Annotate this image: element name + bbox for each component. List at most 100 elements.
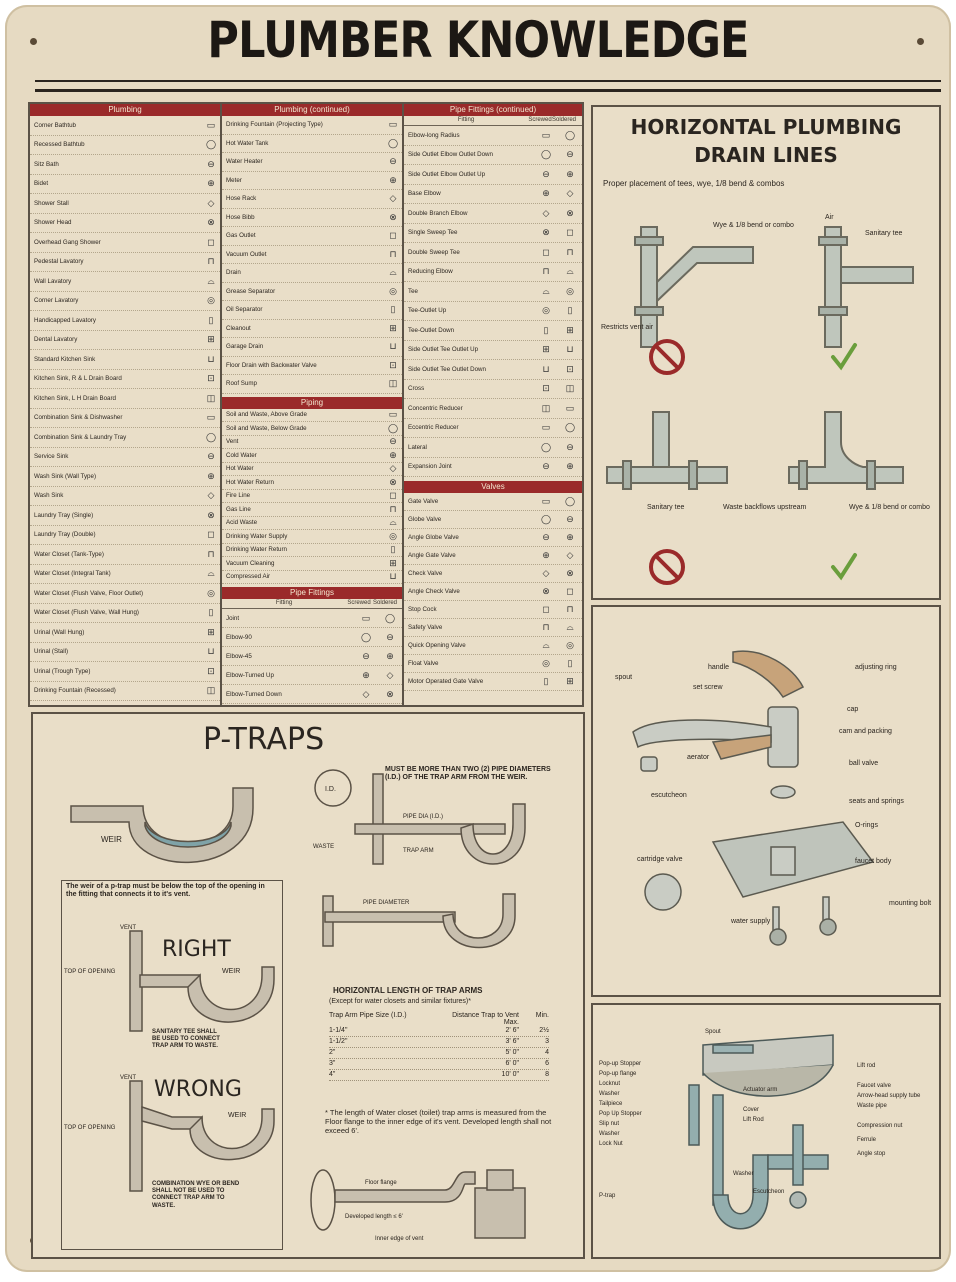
fixture-symbol-icon: ⊕ — [558, 169, 582, 180]
list-item-label: Shower Stall — [30, 200, 202, 207]
sink-part-label: Compression nut — [857, 1123, 903, 1129]
list-item: Drinking Water Supply◎ — [222, 530, 402, 544]
list-item-label: Kitchen Sink, L H Drain Board — [30, 395, 202, 402]
list-item: Compressed Air⊔ — [222, 571, 402, 585]
list-item: Recessed Bathtub◯ — [30, 136, 220, 156]
list-item: Gate Valve▭◯ — [404, 493, 582, 511]
sink-part-label: Escutcheon — [753, 1189, 784, 1195]
fixture-symbol-icon: ◎ — [384, 286, 402, 297]
list-item: Kitchen Sink, R & L Drain Board⊡ — [30, 370, 220, 390]
sink-part-label: Lift Rod — [743, 1117, 764, 1123]
list-item: Roof Sump◫ — [222, 375, 402, 394]
list-item-label: Meter — [222, 177, 384, 184]
table-cell: 6 — [519, 1059, 549, 1069]
list-item-label: Angle Globe Valve — [404, 534, 534, 541]
list-item: Drain⌓ — [222, 264, 402, 283]
pipe-fittings-header: Pipe Fittings — [222, 587, 402, 599]
vent-label: VENT — [120, 925, 136, 931]
sink-part-label: Lock Nut — [599, 1141, 623, 1147]
fixture-symbol-icon: ⊔ — [558, 344, 582, 355]
sink-part-label: Angle stop — [857, 1151, 886, 1157]
fixture-symbol-icon: ⊖ — [202, 451, 220, 462]
list-item: Bidet⊕ — [30, 175, 220, 195]
list-item-label: Side Outlet Elbow Outlet Down — [404, 151, 534, 158]
fixture-symbol-icon: ⌓ — [384, 267, 402, 278]
list-item: Floor Drain with Backwater Valve⊡ — [222, 357, 402, 376]
trap-arm-label: TRAP ARM — [403, 848, 434, 854]
valves-list: Gate Valve▭◯Globe Valve◯⊖Angle Globe Val… — [404, 493, 582, 691]
list-item-label: Wash Sink — [30, 492, 202, 499]
fixture-symbol-icon: ⊗ — [384, 477, 402, 488]
pipe-fittings-list: Joint▭◯Elbow-90◯⊖Elbow-45⊖⊕Elbow-Turned … — [222, 609, 402, 704]
fixture-symbol-icon: ▯ — [202, 315, 220, 326]
list-item-label: Water Closet (Integral Tank) — [30, 570, 202, 577]
faucet-part-label: seats and springs — [849, 798, 904, 805]
fixture-symbol-icon: ⌓ — [558, 266, 582, 277]
list-item-label: Double Branch Elbow — [404, 210, 534, 217]
faucet-part-label: cap — [847, 706, 858, 713]
list-item: Hose Bibb⊗ — [222, 209, 402, 228]
list-item: Urinal (Wall Hung)⊞ — [30, 623, 220, 643]
fixture-symbol-icon: ◯ — [202, 139, 220, 150]
list-item: Angle Check Valve⊗◻ — [404, 583, 582, 601]
horizontal-subtitle: Proper placement of tees, wye, 1/8 bend … — [603, 179, 933, 189]
fixture-symbol-icon: ⊗ — [558, 568, 582, 579]
label-wye-combo-b: Wye & 1/8 bend or combo — [849, 504, 930, 511]
list-item: Hose Rack◇ — [222, 190, 402, 209]
list-item-label: Float Valve — [404, 660, 534, 667]
sink-part-label: Pop Up Stopper — [599, 1111, 642, 1117]
corner-hole-icon — [30, 38, 37, 45]
list-item: Shower Head⊗ — [30, 214, 220, 234]
list-item: Gas Outlet◻ — [222, 227, 402, 246]
list-item-label: Corner Bathtub — [30, 122, 202, 129]
list-item-label: Hot Water — [222, 465, 384, 472]
fixture-symbol-icon: ◫ — [384, 378, 402, 389]
list-item-label: Check Valve — [404, 570, 534, 577]
list-item-label: Vent — [222, 438, 384, 445]
subheader-soldered: Soldered — [372, 599, 398, 608]
fixture-symbol-icon: ◻ — [384, 490, 402, 501]
list-item-label: Cleanout — [222, 325, 384, 332]
horizontal-drain-panel: HORIZONTAL PLUMBING DRAIN LINES Proper p… — [591, 105, 941, 600]
sink-part-label: Ferrule — [857, 1137, 877, 1143]
list-item: Combination Sink & Dishwasher▭ — [30, 409, 220, 429]
horizontal-title-line2: DRAIN LINES — [593, 143, 939, 167]
fixture-symbol-icon: ⊞ — [384, 558, 402, 569]
sink-part-label: Arrow-head supply tube — [857, 1093, 921, 1099]
list-item-label: Quick Opening Valve — [404, 642, 534, 649]
fixture-symbol-icon: ◫ — [202, 685, 220, 696]
fixture-symbol-icon: ▯ — [558, 305, 582, 316]
fixture-symbol-icon: ▭ — [534, 496, 558, 507]
fixture-symbol-icon: ◯ — [378, 613, 402, 624]
faucet-part-label: adjusting ring — [855, 664, 897, 671]
pipe-fittings-continued-header: Pipe Fittings (continued) — [404, 104, 582, 116]
fixture-symbol-icon: ⌓ — [534, 640, 558, 651]
fixture-symbol-icon: ⊞ — [384, 323, 402, 334]
list-item: Side Outlet Tee Outlet Up⊞⊔ — [404, 341, 582, 361]
list-item-label: Overhead Gang Shower — [30, 239, 202, 246]
sink-part-label: Pop-up Stopper — [599, 1061, 641, 1067]
list-item: Angle Globe Valve⊖⊕ — [404, 529, 582, 547]
list-item: Tee⌓◎ — [404, 282, 582, 302]
fixture-symbol-icon: ◯ — [354, 632, 378, 643]
list-item-label: Laundry Tray (Single) — [30, 512, 202, 519]
fixture-symbol-icon: ⊗ — [378, 689, 402, 700]
sink-part-label: Locknut — [599, 1081, 620, 1087]
pipe-fittings-continued-list: Elbow-long Radius▭◯Side Outlet Elbow Out… — [404, 126, 582, 477]
list-item-label: Soil and Waste, Below Grade — [222, 425, 384, 432]
list-item-label: Tee-Outlet Up — [404, 307, 534, 314]
list-item: Vacuum Cleaning⊞ — [222, 557, 402, 571]
fixture-symbol-icon: ⊞ — [202, 334, 220, 345]
list-item-label: Shower Head — [30, 219, 202, 226]
fixture-symbol-icon: ⊖ — [558, 149, 582, 160]
list-item-label: Concentric Reducer — [404, 405, 534, 412]
fixture-symbol-icon: ⊔ — [384, 571, 402, 582]
pipe-diameter-label: PIPE DIAMETER — [363, 900, 410, 906]
fixture-symbol-icon: ◯ — [534, 514, 558, 525]
list-item: Gas Line⊓ — [222, 503, 402, 517]
list-item-label: Recessed Bathtub — [30, 141, 202, 148]
list-item: Laundry Tray (Double)◻ — [30, 526, 220, 546]
list-item: Float Valve◎▯ — [404, 655, 582, 673]
